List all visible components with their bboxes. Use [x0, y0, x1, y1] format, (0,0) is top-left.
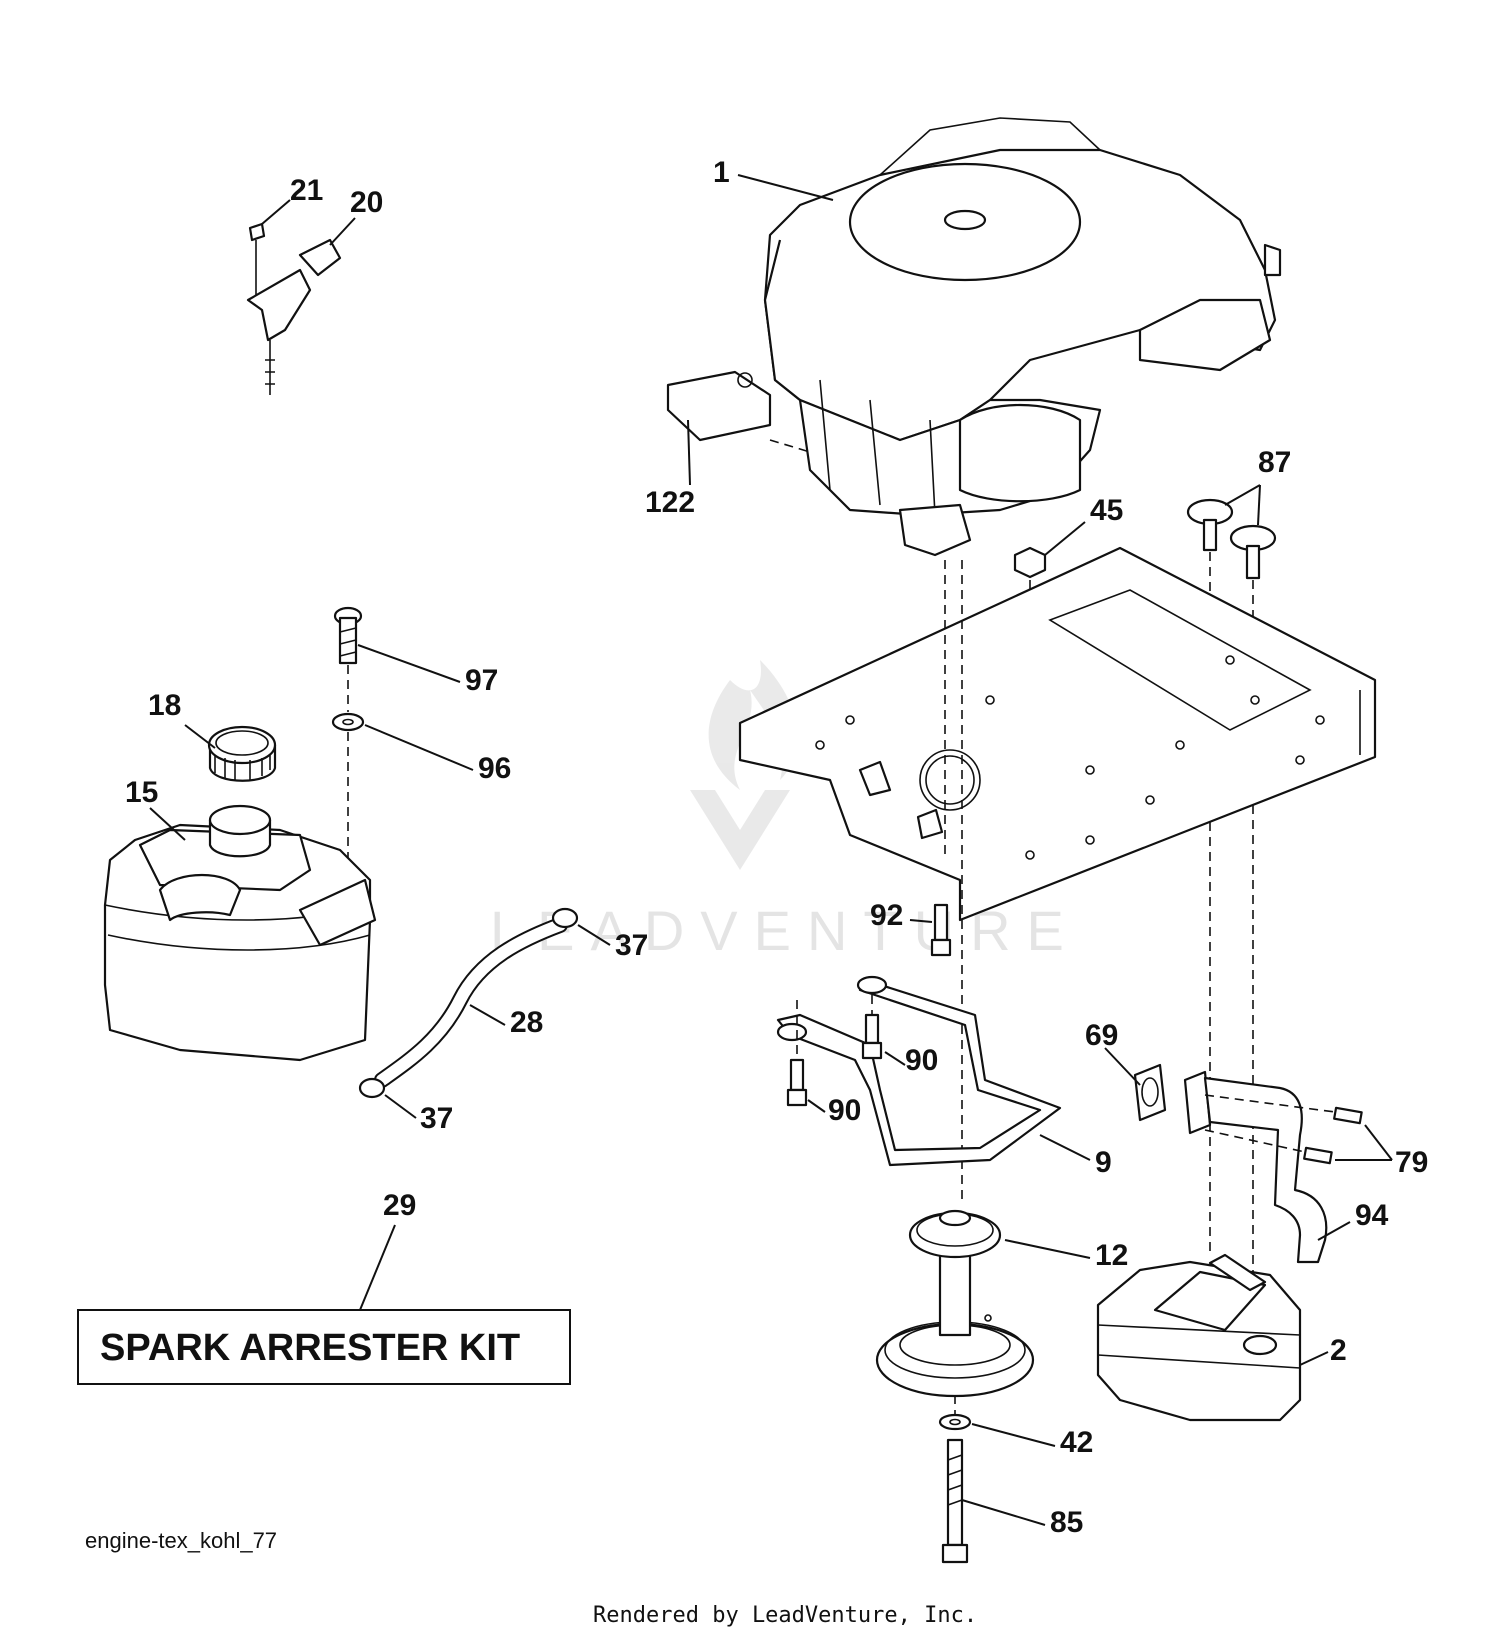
part-96-washer — [331, 712, 365, 732]
part-12-pulley — [875, 1209, 1035, 1398]
part-15-fuel-tank — [103, 804, 377, 1062]
callout-20: 20 — [350, 186, 383, 219]
frame-deck — [738, 546, 1377, 922]
part-79-bolts — [1303, 1106, 1363, 1165]
callout-2: 2 — [1330, 1334, 1347, 1367]
callout-9: 9 — [1095, 1146, 1112, 1179]
callout-29: 29 — [383, 1189, 416, 1222]
callout-79: 79 — [1395, 1146, 1428, 1179]
callout-37b: 37 — [420, 1102, 453, 1135]
part-42-washer — [938, 1413, 972, 1431]
engine — [763, 117, 1282, 557]
spark-arrester-kit-box — [77, 1309, 571, 1385]
callout-94: 94 — [1355, 1199, 1389, 1232]
part-18-fuel-cap — [207, 725, 277, 782]
part-69-gasket — [1133, 1063, 1167, 1122]
callout-85: 85 — [1050, 1506, 1083, 1539]
part-28-fuel-hose — [374, 917, 568, 1088]
callout-122: 122 — [645, 486, 695, 519]
callout-28: 28 — [510, 1006, 543, 1039]
spark-arrester-kit-label: SPARK ARRESTER KIT — [100, 1327, 520, 1369]
callout-42: 42 — [1060, 1426, 1093, 1459]
part-20-21-choke-bracket — [246, 222, 342, 395]
part-90-bolts — [786, 1013, 883, 1107]
callout-15: 15 — [125, 776, 158, 809]
callout-90b: 90 — [828, 1094, 861, 1127]
part-85-bolt — [941, 1438, 969, 1564]
callout-97: 97 — [465, 664, 498, 697]
part-2-muffler — [1096, 1253, 1302, 1422]
rendered-by: Rendered by LeadVenture, Inc. — [593, 1603, 977, 1628]
callout-21: 21 — [290, 174, 323, 207]
callout-96: 96 — [478, 752, 511, 785]
callout-92: 92 — [870, 899, 903, 932]
callout-12: 12 — [1095, 1239, 1128, 1272]
callout-90a: 90 — [905, 1044, 938, 1077]
diagram-id: engine-tex_kohl_77 — [85, 1528, 277, 1553]
part-92-bolt — [930, 903, 952, 957]
callout-87: 87 — [1258, 446, 1291, 479]
part-94-exhaust-pipe — [1183, 1070, 1328, 1264]
callout-69: 69 — [1085, 1019, 1118, 1052]
part-87-bolts — [1186, 498, 1277, 580]
callout-1: 1 — [713, 156, 730, 189]
callout-45: 45 — [1090, 494, 1123, 527]
part-37-clamps — [358, 907, 579, 1099]
part-122-bracket — [666, 370, 772, 442]
callout-18: 18 — [148, 689, 181, 722]
callout-37a: 37 — [615, 929, 648, 962]
part-45-nut — [1013, 546, 1047, 579]
part-97-screw — [333, 606, 363, 665]
part-9-bracket — [776, 975, 1062, 1167]
